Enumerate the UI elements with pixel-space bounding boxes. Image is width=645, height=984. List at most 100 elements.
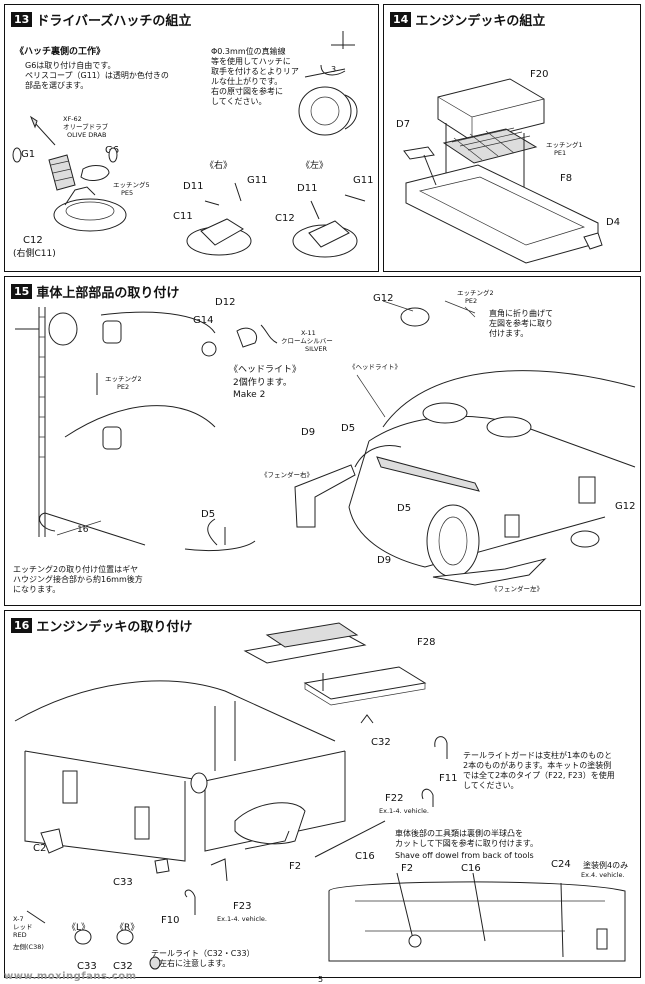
part-d5-mid: D5 (397, 503, 412, 514)
drill-note-2: 等を使用してハッチに (211, 57, 291, 66)
step-13-title: ドライバーズハッチの組立 (36, 14, 192, 29)
part-c32-bottom: C32 (113, 961, 133, 972)
bend-note-1: 直角に折り曲げて (489, 309, 553, 318)
drill-note-4: ルな仕上がりです。 (211, 77, 283, 86)
step-14-panel: 14 エンジンデッキの組立 F20 D7 エッチング1 PE1 F8 D4 (383, 4, 641, 272)
tools-note-en: Shave off dowel from back of tools (395, 851, 534, 860)
part-f8: F8 (560, 173, 573, 184)
hatch-note-heading: 《ハッチ裏側の工作》 (15, 47, 106, 57)
taillight-note-2: 2本のものがあります。本キットの塗装例 (463, 761, 612, 770)
part-f2-bottom: F2 (401, 863, 414, 874)
label-right: 《右》 (205, 161, 233, 171)
step-15-number: 15 (11, 284, 33, 299)
step-13-number: 13 (11, 12, 33, 27)
paint-olive-jp: オリーブドラブ (63, 123, 109, 131)
make-2-en: Make 2 (233, 390, 266, 400)
paint-silver-en: SILVER (305, 345, 328, 353)
step-16-header: 16 エンジンデッキの取り付け (11, 616, 192, 635)
f23-vehicle-note: Ex.1-4. vehicle. (217, 915, 267, 923)
etch-note-3: になります。 (13, 585, 61, 594)
hatch-note-line-2: ペリスコープ（G11）は透明か色付きの (25, 71, 169, 80)
part-d12: D12 (215, 297, 236, 308)
label-l: 《L》 (67, 923, 91, 933)
part-f23: F23 (233, 901, 252, 912)
hatch-note-line-3: 部品を選びます。 (25, 81, 89, 90)
bend-note-3: 付けます。 (489, 329, 529, 338)
step-14-title: エンジンデッキの組立 (415, 14, 546, 29)
drill-note-1: Φ0.3mm位の真鍮線 (211, 47, 286, 56)
part-g11-right: G11 (247, 175, 268, 186)
dimension-3: 3 (331, 65, 337, 74)
c24-note-en: Ex.4. vehicle. (581, 871, 625, 879)
part-c24: C24 (551, 859, 571, 870)
part-d9-bottom: D9 (377, 555, 392, 566)
taillight-note-3: では全て2本のタイプ（F22, F23）を使用 (463, 771, 615, 780)
etching2-label: エッチング2 (457, 289, 494, 297)
part-f11: F11 (439, 773, 458, 784)
etching2-part: PE2 (465, 297, 478, 305)
tools-note-2: カットして下図を参考に取り付けます。 (395, 839, 538, 848)
step-15-panel: 15 車体上部部品の取り付け エッチング2 PE2 16 エッチング2の取り付け… (4, 276, 641, 606)
paint-red-jp: レッド (13, 923, 33, 931)
part-c12-left: C12 (275, 213, 295, 224)
etching2-side-part: PE2 (117, 383, 130, 391)
paint-x7: X-7 (13, 915, 24, 923)
etching5-label: エッチング5 (113, 181, 150, 189)
step-15-header: 15 車体上部部品の取り付け (11, 282, 179, 301)
part-c12: C12 (23, 235, 43, 246)
bend-note-2: 左図を参考に取り (489, 319, 553, 328)
etching1-label: エッチング1 (546, 141, 583, 149)
step-14-header: 14 エンジンデッキの組立 (390, 10, 545, 29)
step-15-drawings (15, 300, 636, 586)
part-d5-left: D5 (201, 509, 216, 520)
label-r: 《R》 (115, 923, 140, 933)
tools-note-1: 車体後部の工具類は裏側の半球凸を (395, 829, 523, 838)
hatch-note-line-1: G6は取り付け自由です。 (25, 61, 116, 70)
step-14-number: 14 (390, 12, 412, 27)
headlight-label: 《ヘッドライト》 (229, 365, 302, 375)
part-d11-right: D11 (183, 181, 204, 192)
step-13-header: 13 ドライバーズハッチの組立 (11, 10, 191, 29)
fender-left-label: 《フェンダー左》 (491, 585, 543, 593)
drill-note-6: してください。 (211, 97, 267, 106)
taillight-note-4: してください。 (463, 781, 519, 790)
part-g12-top: G12 (373, 293, 394, 304)
part-f10: F10 (161, 915, 180, 926)
etching5-part: PE5 (121, 189, 134, 197)
headlight-small-label: 《ヘッドライト》 (349, 363, 401, 371)
step-15-title: 車体上部部品の取り付け (36, 286, 180, 301)
step-16-title: エンジンデッキの取り付け (36, 620, 193, 635)
part-d11-left: D11 (297, 183, 318, 194)
part-d5-top: D5 (341, 423, 356, 434)
left-c38-note: 左側(C38) (13, 943, 44, 951)
paint-xf62: XF-62 (63, 115, 82, 123)
make-2-jp: 2個作ります。 (233, 378, 292, 388)
part-d9-top: D9 (301, 427, 316, 438)
etching2-side-label: エッチング2 (105, 375, 142, 383)
part-g12-right: G12 (615, 501, 636, 512)
step-14-drawings (403, 78, 603, 264)
drill-note-5: 右の原寸図を参考に (211, 87, 283, 96)
part-c16-top: C16 (355, 851, 375, 862)
right-side-note: (右側C11) (13, 249, 56, 259)
f22-vehicle-note: Ex.1-4. vehicle. (379, 807, 429, 815)
dimension-16: 16 (77, 525, 89, 535)
part-d4: D4 (606, 217, 621, 228)
paint-olive-en: OLIVE DRAB (67, 131, 107, 139)
paint-red-en: RED (13, 931, 27, 939)
part-f2-top: F2 (289, 861, 302, 872)
taillight-bottom-1: テールライト（C32・C33） (151, 949, 255, 958)
part-f28: F28 (417, 637, 436, 648)
part-c11: C11 (173, 211, 193, 222)
part-c33-bottom: C33 (77, 961, 97, 972)
taillight-bottom-2: は左右に注意します。 (151, 959, 231, 968)
part-c20: C20 (33, 843, 53, 854)
part-g1: G1 (21, 149, 36, 160)
part-g14: G14 (193, 315, 214, 326)
taillight-note-1: テールライトガードは支柱が1本のものと (463, 751, 613, 760)
part-g11-left: G11 (353, 175, 374, 186)
c24-note-jp: 塗装例4のみ (583, 861, 629, 870)
label-left: 《左》 (301, 161, 329, 171)
step-13-drawings (12, 31, 366, 258)
step-13-panel: 13 ドライバーズハッチの組立 《ハッチ裏側の工作》 G6は取り付け自由です。 … (4, 4, 379, 272)
